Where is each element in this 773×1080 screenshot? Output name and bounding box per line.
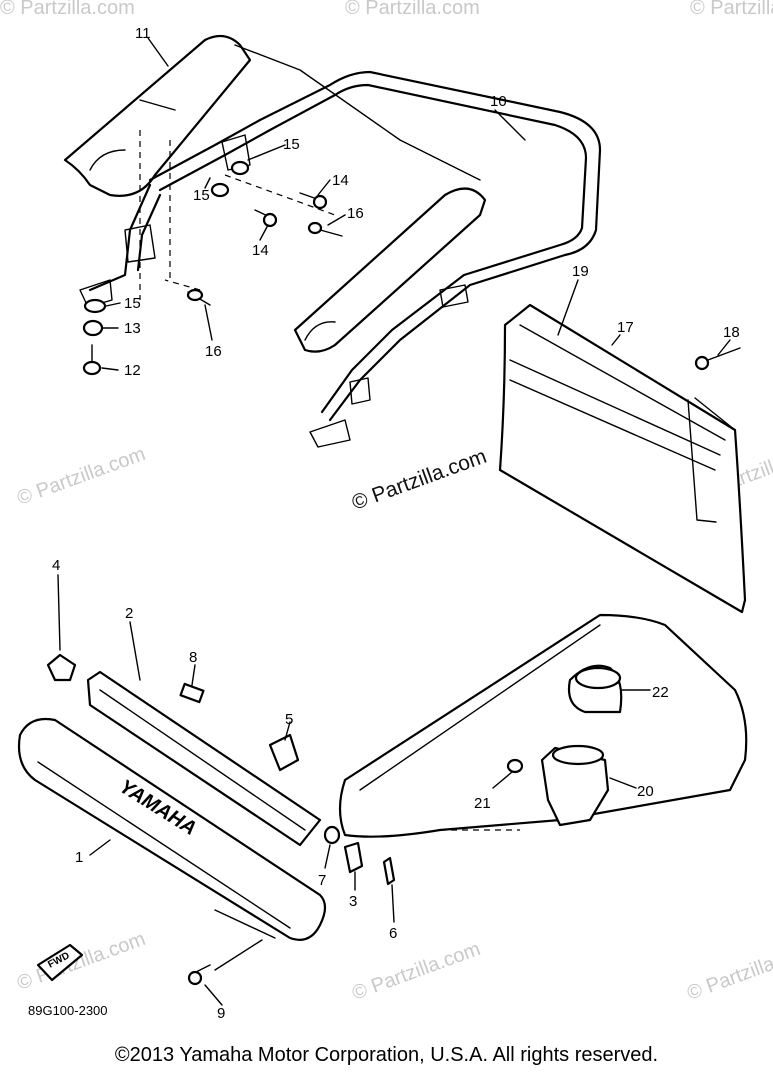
callout-17: 17: [617, 319, 634, 336]
callout-18: 18: [723, 324, 740, 341]
callout-7: 7: [318, 872, 326, 889]
watermark: © Partzilla.com: [690, 0, 773, 19]
callout-20: 20: [637, 783, 654, 800]
callout-9: 9: [217, 1005, 225, 1022]
watermark: © Partzilla.com: [14, 443, 148, 510]
watermark: © Partzilla.com: [14, 928, 148, 995]
watermark: © Partzilla.com: [0, 0, 135, 19]
part-11-handle-cover-right: [234, 44, 487, 353]
part-10-carrier-bar: [79, 70, 602, 448]
watermark: © Partzilla.com: [684, 938, 773, 1005]
callout-11: 11: [135, 25, 151, 42]
callout-12: 12: [124, 362, 141, 379]
part-2-bracket: [86, 670, 322, 847]
callout-5: 5: [285, 711, 293, 728]
copyright-footer: ©2013 Yamaha Motor Corporation, U.S.A. A…: [114, 1044, 659, 1066]
callout-10: 10: [490, 93, 507, 110]
fwd-arrow: FWD: [36, 943, 84, 982]
part-20-filler-neck: [540, 744, 610, 827]
part-17-mud-flap: [498, 303, 747, 614]
part-22-cap: [567, 664, 623, 714]
callout-1: 1: [75, 849, 83, 866]
callout-22: 22: [652, 684, 669, 701]
watermark: © Partzilla.com: [345, 0, 480, 19]
callout-15: 15: [193, 187, 210, 204]
callout-6: 6: [389, 925, 397, 942]
frame-body: [338, 613, 748, 838]
callout-16: 16: [347, 205, 364, 222]
callout-labels: 11 10 15 15 14 14 16 16 15 13 12 19 17 1…: [28, 25, 740, 1022]
callout-15: 15: [283, 136, 300, 153]
callout-21: 21: [474, 795, 491, 812]
callout-8: 8: [189, 649, 197, 666]
callout-2: 2: [125, 605, 133, 622]
callout-14: 14: [252, 242, 269, 259]
leader-lines: [57, 37, 731, 1006]
part-21-plug: [506, 758, 524, 774]
fasteners-lower: [46, 653, 396, 986]
callout-19: 19: [572, 263, 589, 280]
callout-14: 14: [332, 172, 349, 189]
watermark-main: © Partzilla.com: [349, 445, 490, 515]
fasteners-top: [82, 160, 343, 376]
watermark: © Partzilla.com: [349, 938, 483, 1005]
part-11-handle-cover-left: [63, 34, 252, 197]
drawing-code: 89G100-2300: [28, 1003, 108, 1018]
callout-13: 13: [124, 320, 141, 337]
callout-15: 15: [124, 295, 141, 312]
assembly-lines: [139, 130, 336, 300]
callout-3: 3: [349, 893, 357, 910]
callout-4: 4: [52, 557, 60, 574]
callout-16: 16: [205, 343, 222, 360]
